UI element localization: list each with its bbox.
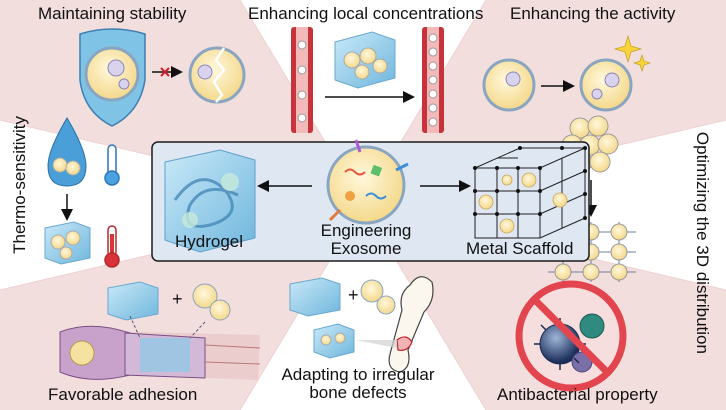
label-exosome: Exosome [330,238,402,258]
label-adapting-line1: Adapting to irregular [281,365,435,384]
label-engineering-exosome: Engineering Exosome [304,222,428,258]
droplet-icon [47,117,87,187]
exosome-before [482,58,536,112]
damaged-exosome [188,46,246,104]
hydrogel-cube-thermo [44,221,91,265]
blood-vessel-icon [422,27,444,133]
label-adapting-line2: bone defects [309,382,407,402]
cross-icon [152,66,183,78]
hydrogel-cube-top [334,31,396,89]
label-metal-scaffold: Metal Scaffold [466,239,574,258]
center-box [151,139,590,262]
engineered-exosome-illustration [326,139,409,225]
hydrogel-illustration [164,149,256,253]
label-maintaining-stability: Maintaining stability [38,4,187,23]
thermometer-cold-icon [104,144,120,186]
exosome-after [579,58,633,112]
thermometer-hot-icon [104,225,120,268]
exosome-pair [192,283,231,321]
hydrogel-filled-cube [313,323,355,359]
label-enhancing-activity: Enhancing the activity [510,4,676,23]
prohibited-icon [515,280,627,392]
label-optimizing-3d-distribution: Optimizing the 3D distribution [692,131,712,354]
blood-vessel-icon [291,27,313,133]
hydrogel-cube-small [107,281,159,321]
label-favorable-adhesion: Favorable adhesion [48,385,198,404]
label-hydrogel: Hydrogel [175,232,244,251]
shield-icon [79,28,146,127]
bone-icon [356,276,434,373]
label-enhancing-local-concentrations: Enhancing local concentrations [248,4,484,23]
label-engineering: Engineering [320,221,412,240]
metal-scaffold-illustration [473,146,587,239]
plus-sign: + [172,289,183,309]
hydrogel-cube-small [289,277,341,317]
tissue-illustration [59,315,261,380]
label-antibacterial-property: Antibacterial property [497,385,658,404]
label-thermo-sensitivity: Thermo-sensitivity [10,115,30,254]
sparkle-icon [613,34,651,72]
exosome-pair [360,279,396,315]
label-adapting-irregular-bone-defects: Adapting to irregular bone defects [253,366,463,402]
plus-sign: + [348,285,359,305]
